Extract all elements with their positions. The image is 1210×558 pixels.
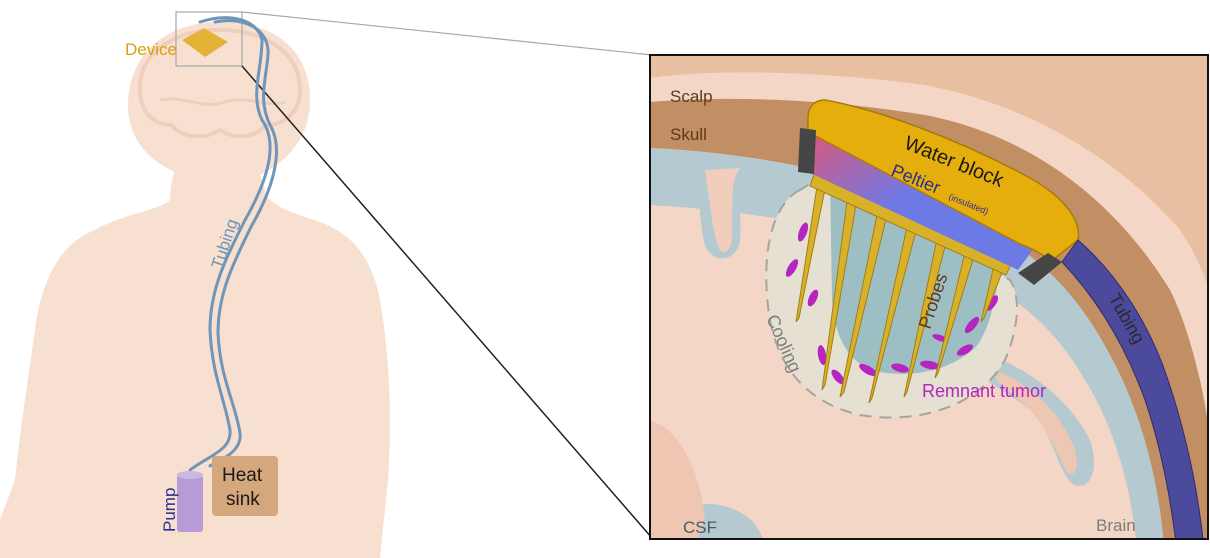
label-heat-sink-line1: Heat bbox=[222, 465, 263, 486]
label-scalp: Scalp bbox=[670, 87, 713, 106]
pump-body bbox=[177, 475, 203, 532]
label-skull: Skull bbox=[670, 125, 707, 144]
label-brain: Brain bbox=[1096, 516, 1136, 535]
gasket-left bbox=[798, 128, 816, 174]
label-pump: Pump bbox=[160, 488, 179, 532]
label-csf: CSF bbox=[683, 518, 717, 537]
pump bbox=[177, 471, 203, 532]
label-heat-sink-line2: sink bbox=[226, 489, 260, 510]
label-remnant-tumor: Remnant tumor bbox=[922, 381, 1046, 401]
label-device: Device bbox=[125, 40, 177, 59]
zoom-line-top bbox=[242, 12, 652, 55]
pump-top bbox=[177, 471, 203, 479]
